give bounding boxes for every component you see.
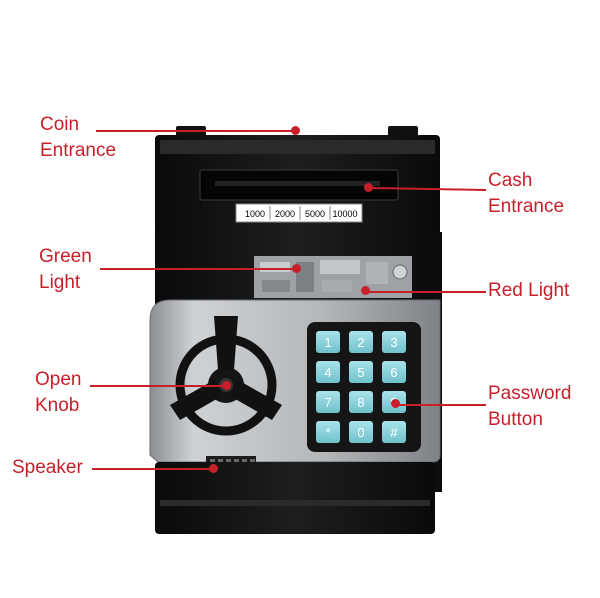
coin-entrance-dot: [291, 126, 300, 135]
denomination-1000: 1000: [245, 209, 265, 219]
keypad-key-label: 6: [390, 365, 397, 380]
speaker-dot: [209, 464, 218, 473]
keypad-key: [316, 331, 340, 353]
keypad-key: [349, 361, 373, 383]
keypad-key: [382, 331, 406, 353]
keypad-key-label: 4: [324, 365, 331, 380]
denomination-10000: 10000: [332, 209, 357, 219]
password-button-label: Password Button: [488, 383, 572, 430]
denomination-plate: 1000 2000 5000 10000: [235, 203, 363, 223]
coin-entrance-label: Coin Entrance: [40, 114, 117, 161]
lower-body: [155, 462, 435, 534]
password-button-leader: [396, 404, 486, 406]
keypad-key-label: #: [390, 425, 398, 440]
open-knob-label: Open Knob: [35, 369, 82, 416]
cash-entrance-label: Cash Entrance: [488, 170, 565, 217]
keypad-key-label: 7: [324, 395, 331, 410]
cash-entrance-dot: [364, 183, 373, 192]
red-light-leader: [366, 291, 486, 293]
coin-entrance-leader: [96, 130, 296, 132]
red-light-label: Red Light: [488, 280, 570, 301]
keypad-key: [349, 421, 373, 443]
keypad-key: [316, 391, 340, 413]
denomination-5000: 5000: [305, 209, 325, 219]
keypad: 123456789*0#: [307, 322, 421, 452]
red-light-dot: [361, 286, 370, 295]
keypad-key-label: 3: [390, 335, 397, 350]
keypad-key: [316, 421, 340, 443]
green-light-leader: [100, 268, 296, 270]
denomination-2000: 2000: [275, 209, 295, 219]
open-knob-dot: [222, 381, 231, 390]
speaker-label: Speaker: [12, 457, 83, 478]
keypad-key: [349, 331, 373, 353]
keypad-key-label: 2: [357, 335, 364, 350]
speaker-leader: [92, 468, 212, 470]
password-button-dot: [391, 399, 400, 408]
keypad-key-label: *: [325, 425, 330, 440]
open-knob-leader: [90, 385, 226, 387]
keypad-key: [349, 391, 373, 413]
keypad-key: [316, 361, 340, 383]
keypad-key-label: 5: [357, 365, 364, 380]
keypad-key-label: 1: [324, 335, 331, 350]
keypad-key: [382, 421, 406, 443]
green-light-dot: [292, 264, 301, 273]
keypad-key-label: 8: [357, 395, 364, 410]
keypad-key: [382, 361, 406, 383]
green-light-label: Green Light: [39, 246, 92, 293]
keypad-key-label: 0: [357, 425, 364, 440]
